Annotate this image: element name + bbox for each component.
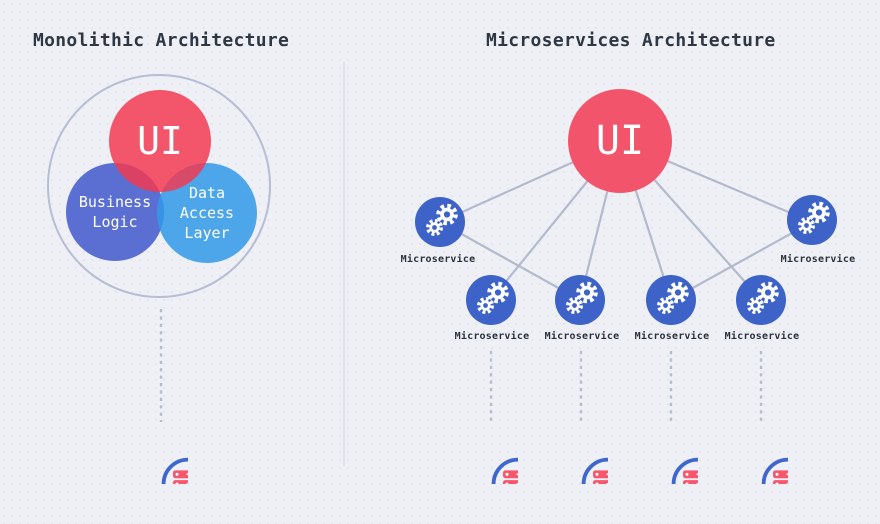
database-icon bbox=[644, 430, 698, 484]
gears-icon bbox=[466, 275, 516, 325]
data-access-label-line1: Data bbox=[188, 184, 226, 202]
business-logic-label-line1: Business bbox=[78, 193, 152, 211]
database-icon bbox=[464, 430, 518, 484]
connector-ms1-to-ms3 bbox=[439, 221, 581, 301]
microservice-label-2: Microservice bbox=[454, 331, 530, 342]
ui-circle-microservices: UI bbox=[568, 89, 672, 193]
database-icon bbox=[134, 430, 188, 484]
ui-label-monolith: UI bbox=[137, 119, 183, 163]
microservice-node-4 bbox=[646, 275, 696, 325]
data-access-label-line3: Layer bbox=[184, 224, 230, 242]
monolith-boundary-circle bbox=[47, 74, 271, 298]
panel-divider bbox=[343, 62, 345, 466]
microservice-node-6 bbox=[787, 195, 837, 245]
microservice-node-5 bbox=[736, 275, 786, 325]
gears-icon bbox=[736, 275, 786, 325]
business-logic-circle: Business Logic bbox=[66, 163, 164, 261]
gears-icon bbox=[555, 275, 605, 325]
connector-ms6-to-ms4 bbox=[670, 221, 813, 301]
gears-icon bbox=[787, 195, 837, 245]
microservices-title: Microservices Architecture bbox=[486, 30, 776, 51]
microservice-label-1: Microservice bbox=[400, 254, 476, 265]
database-icon bbox=[554, 430, 608, 484]
database-icon bbox=[734, 430, 788, 484]
data-access-circle: Data Access Layer bbox=[157, 163, 257, 263]
data-access-label-line2: Access bbox=[179, 204, 235, 222]
monolithic-title: Monolithic Architecture bbox=[33, 30, 290, 51]
ui-circle-monolith: UI bbox=[109, 90, 211, 192]
ui-label-microservices: UI bbox=[595, 118, 645, 164]
microservice-node-3 bbox=[555, 275, 605, 325]
microservice-label-6: Microservice bbox=[780, 254, 856, 265]
microservice-node-1 bbox=[415, 197, 465, 247]
microservice-label-3: Microservice bbox=[544, 331, 620, 342]
microservice-label-4: Microservice bbox=[634, 331, 710, 342]
gears-icon bbox=[646, 275, 696, 325]
microservice-label-5: Microservice bbox=[724, 331, 800, 342]
business-logic-label-line2: Logic bbox=[92, 213, 138, 231]
microservice-node-2 bbox=[466, 275, 516, 325]
gears-icon bbox=[415, 197, 465, 247]
